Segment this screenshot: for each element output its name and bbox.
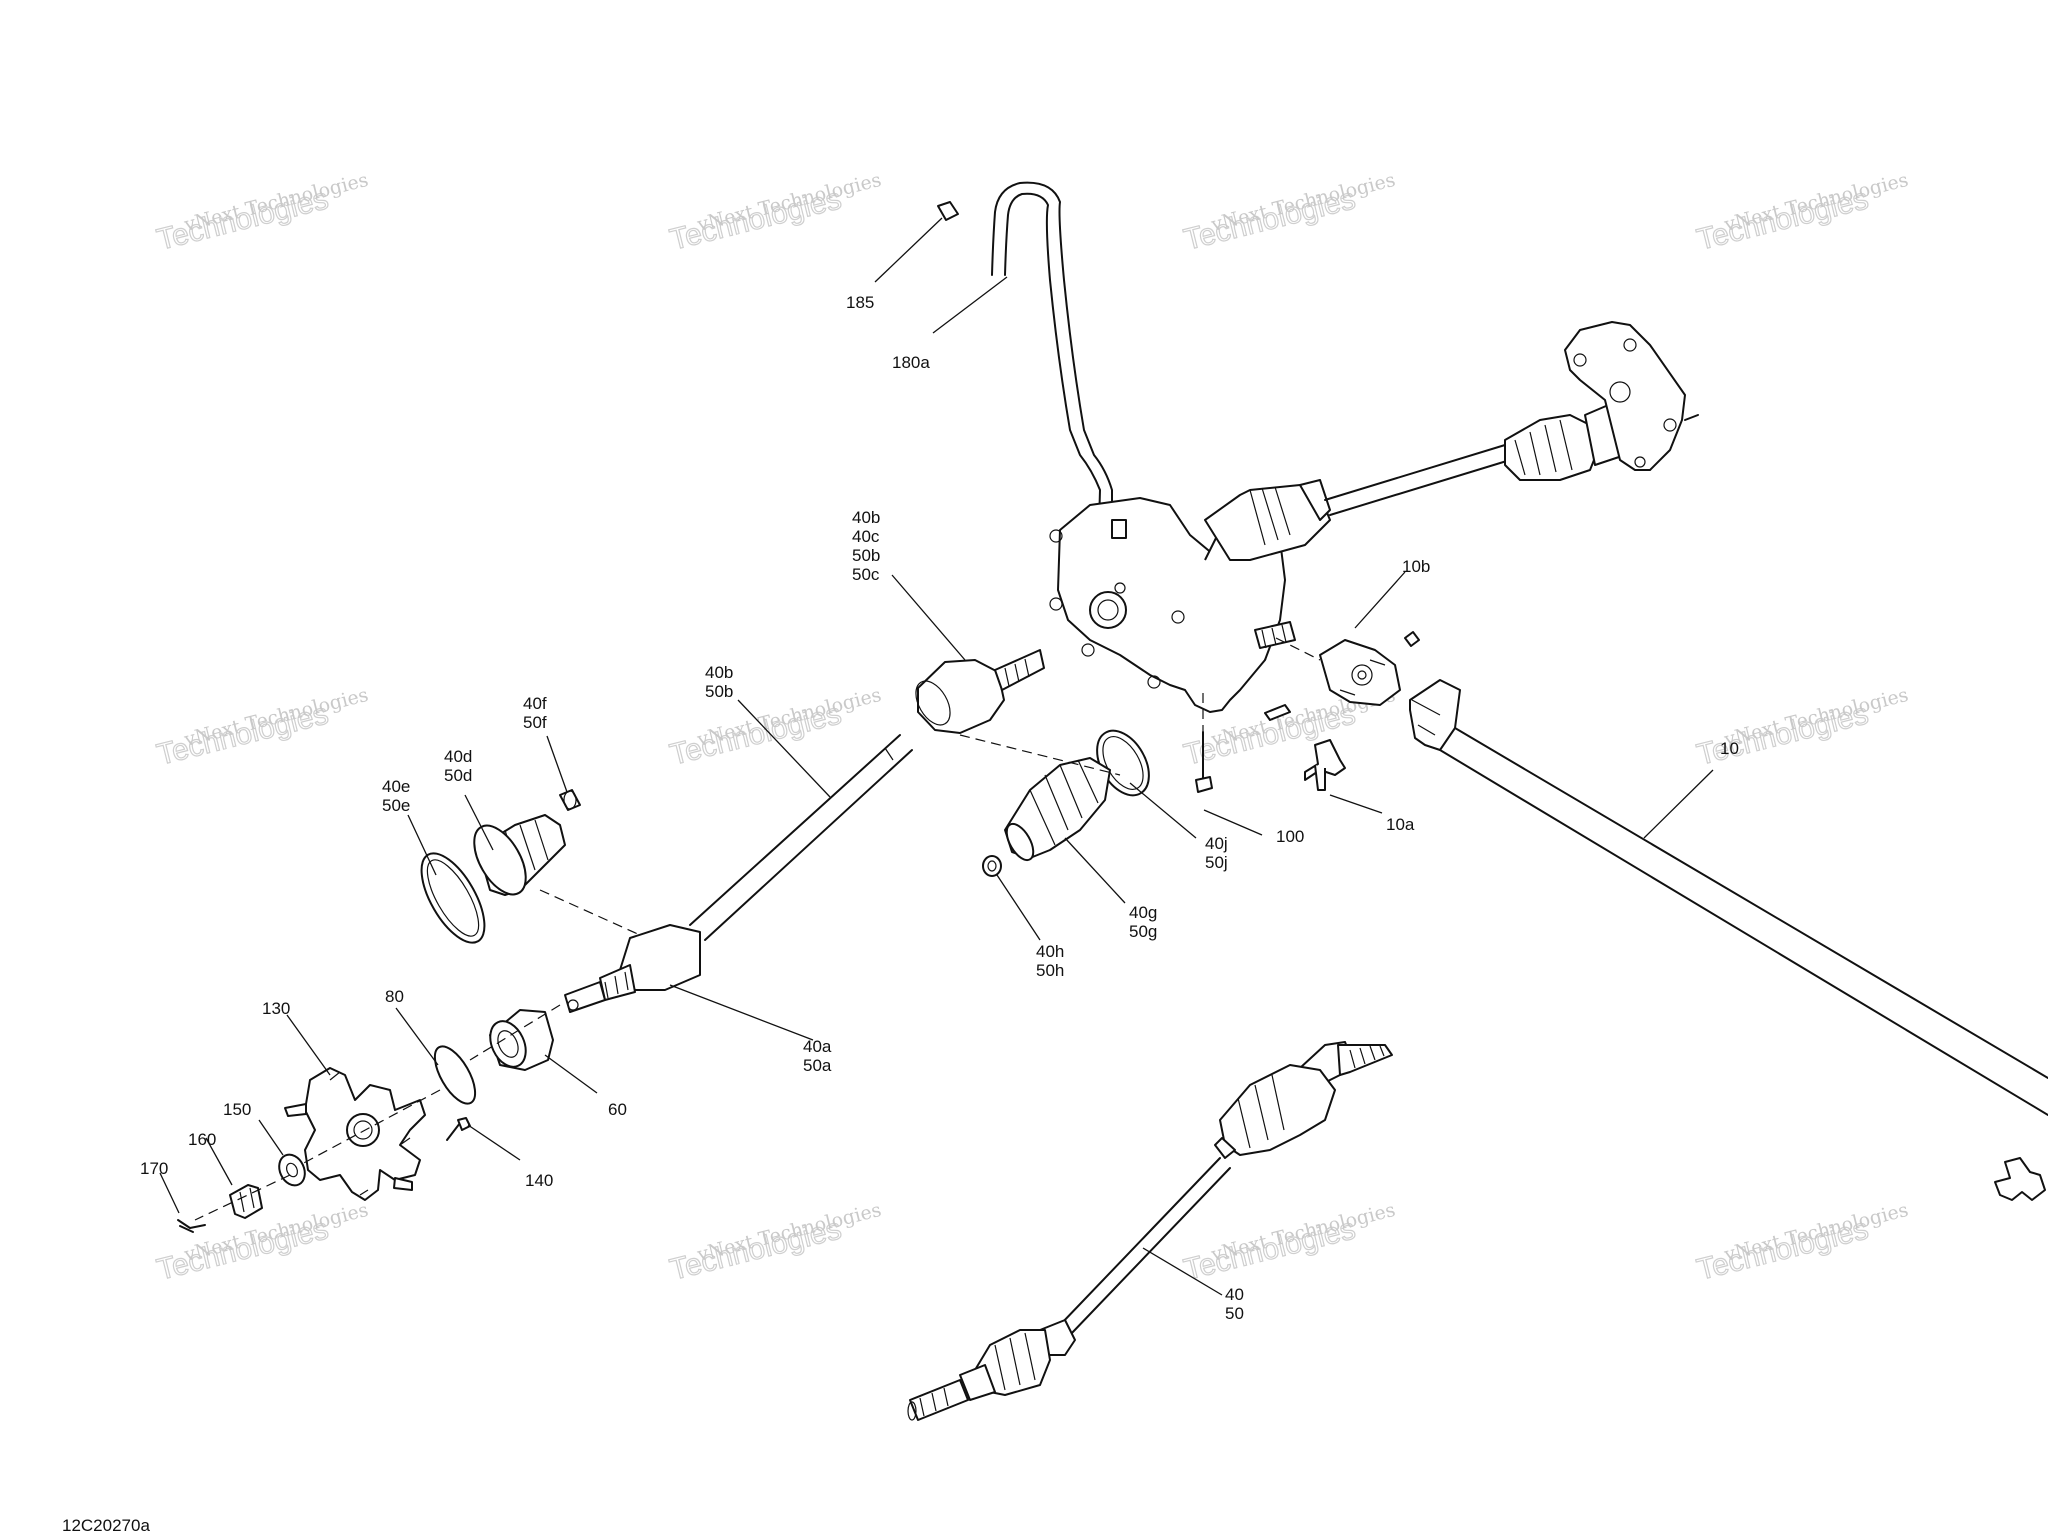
callout-50f: 50f	[523, 713, 547, 732]
washer-150	[278, 1153, 306, 1187]
callout-40g: 40g	[1129, 903, 1157, 922]
callout-40b: 40b	[852, 508, 880, 527]
watermark: Technologies vNext Technologies	[153, 169, 370, 257]
watermark: Technologies vNext Technologies	[1180, 169, 1397, 257]
callout-185: 185	[846, 293, 874, 312]
circlip-80	[433, 1045, 477, 1105]
wheel-stud-140	[446, 1117, 471, 1141]
leader-lines	[159, 217, 1714, 1296]
yoke-10b	[1264, 631, 1420, 721]
callout-130: 130	[262, 999, 290, 1018]
watermark: Technologies vNext Technologies	[153, 684, 370, 772]
callout-50: 50	[1225, 1304, 1244, 1323]
callout-180a: 180a	[892, 353, 930, 372]
callout-40j: 40j	[1205, 834, 1228, 853]
callout-40: 40	[1225, 1285, 1244, 1304]
watermark: Technologies vNext Technologies	[666, 684, 883, 772]
callout-10b: 10b	[1402, 557, 1430, 576]
callouts: 185 180a 40b 40c 50b 50c 10b 40b 50b 40f…	[140, 293, 1739, 1323]
watermark: Technologies vNext Technologies	[666, 169, 883, 257]
inner-joint-shaft	[689, 649, 1045, 941]
boot-kit-right	[982, 729, 1150, 877]
callout-100: 100	[1276, 827, 1304, 846]
watermark: Technologies vNext Technologies	[1693, 684, 1910, 772]
callout-40f: 40f	[523, 694, 547, 713]
castle-nut-160	[229, 1184, 263, 1219]
alignment-lines	[194, 637, 1321, 1221]
callout-40d: 40d	[444, 747, 472, 766]
cotter-pin-170	[177, 1219, 206, 1233]
callout-50h: 50h	[1036, 961, 1064, 980]
drawing-code: 12C20270a	[62, 1516, 150, 1535]
watermark: Technologies vNext Technologies	[153, 1199, 370, 1287]
callout-50d: 50d	[444, 766, 472, 785]
callout-40h: 40h	[1036, 942, 1064, 961]
complete-drive-axle	[907, 1041, 1393, 1421]
watermark: Technologies vNext Technologies	[1693, 169, 1910, 257]
callout-50c: 50c	[852, 565, 880, 584]
bearing-60	[489, 1009, 554, 1071]
watermark: Technologies vNext Technologies	[666, 1199, 883, 1287]
watermark: Technologies vNext Technologies	[1180, 1199, 1397, 1287]
callout-40b-lower: 40b	[705, 663, 733, 682]
callout-40e: 40e	[382, 777, 410, 796]
callout-80: 80	[385, 987, 404, 1006]
watermark: Technologies vNext Technologies	[1693, 1199, 1910, 1287]
clip-185	[937, 201, 959, 221]
front-drive-shaft	[1409, 679, 2048, 1116]
callout-40c: 40c	[852, 527, 880, 546]
callout-40a: 40a	[803, 1037, 832, 1056]
callout-50e: 50e	[382, 796, 410, 815]
bolt-100	[1195, 731, 1213, 793]
callout-50g: 50g	[1129, 922, 1157, 941]
callout-50a: 50a	[803, 1056, 832, 1075]
vent-hose-180a	[991, 181, 1113, 561]
outer-cv-joint	[564, 924, 701, 1013]
callout-140: 140	[525, 1171, 553, 1190]
callout-10: 10	[1720, 739, 1739, 758]
callout-50b-lower: 50b	[705, 682, 733, 701]
boot-kit-upper-left	[420, 789, 581, 944]
callout-10a: 10a	[1386, 815, 1415, 834]
callout-160: 160	[188, 1130, 216, 1149]
callout-150: 150	[223, 1100, 251, 1119]
u-joint-cross-right	[1994, 1157, 2046, 1201]
upper-right-axle	[1204, 321, 1699, 561]
callout-60: 60	[608, 1100, 627, 1119]
wheel-hub-130	[284, 1067, 426, 1201]
callout-50j: 50j	[1205, 853, 1228, 872]
u-joint-cross-10a	[1304, 739, 1346, 791]
callout-50b: 50b	[852, 546, 880, 565]
callout-170: 170	[140, 1159, 168, 1178]
